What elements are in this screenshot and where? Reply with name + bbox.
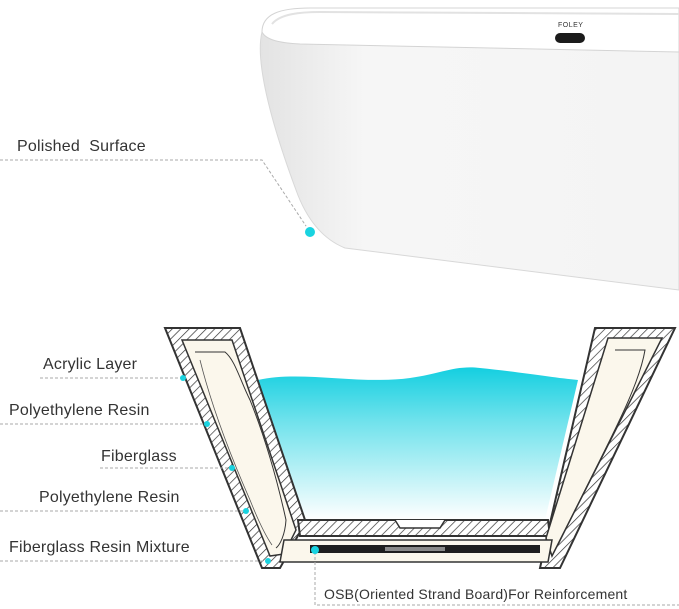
layer-leaders [0, 377, 679, 606]
label-polyethylene-resin-1: Polyethylene Resin [9, 402, 150, 419]
cross-section [163, 327, 677, 569]
dot-polyethylene-resin-2 [243, 508, 249, 514]
right-core [545, 337, 664, 558]
label-osb: OSB(Oriented Strand Board)For Reinforcem… [324, 586, 628, 602]
dot-polyethylene-resin-1 [204, 421, 210, 427]
layer-dots [180, 375, 319, 564]
left-core-fiber-2 [199, 359, 273, 546]
label-polyethylene-resin-2: Polyethylene Resin [39, 489, 180, 506]
dot-osb [311, 546, 319, 554]
water [258, 367, 578, 520]
bathtub-photo [259, 7, 679, 291]
leader-osb [314, 552, 679, 606]
brand-logo: FOLEY [558, 22, 584, 29]
polished-surface-leader [0, 159, 311, 233]
label-polished-surface: Polished Surface [17, 138, 146, 155]
dot-acrylic-layer [180, 375, 186, 381]
label-acrylic-layer: Acrylic Layer [43, 356, 138, 373]
dot-fiberglass [229, 465, 235, 471]
overflow-drain [555, 33, 585, 43]
drain-notch [394, 519, 446, 529]
label-fiberglass-resin-mixture: Fiberglass Resin Mixture [9, 539, 190, 556]
osb-board-highlight [385, 547, 445, 551]
dot-fiberglass-resin-mixture [265, 558, 271, 564]
left-core-fiber [195, 351, 287, 549]
tub-rim-inner [271, 10, 679, 25]
polished-surface-dot [303, 225, 317, 239]
right-core-fiber [557, 349, 646, 546]
tub-outer-wall [259, 31, 679, 291]
label-fiberglass: Fiberglass [101, 448, 177, 465]
